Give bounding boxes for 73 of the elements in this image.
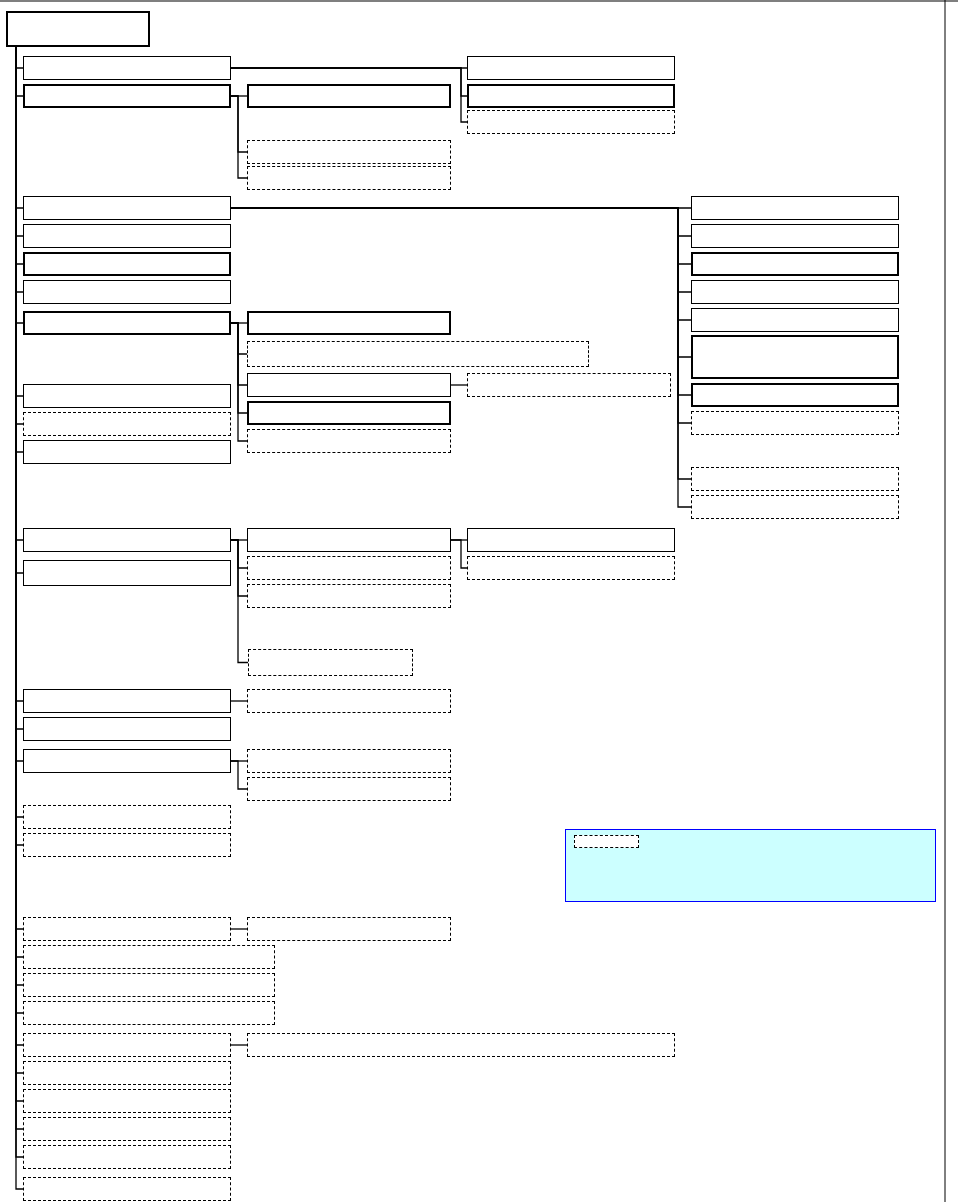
empty-box	[23, 440, 231, 464]
dashed-box	[247, 556, 451, 580]
dashed-box	[248, 649, 413, 676]
empty-box	[23, 528, 231, 552]
connector-line	[230, 700, 248, 702]
empty-box	[6, 11, 150, 47]
dashed-box	[23, 1089, 231, 1113]
connector-line	[450, 384, 468, 386]
empty-box	[23, 252, 231, 276]
dashed-box	[23, 833, 231, 857]
dashed-box	[247, 749, 451, 773]
connector-line	[230, 539, 249, 664]
empty-box	[23, 280, 231, 304]
connector-line	[450, 539, 468, 569]
dashed-box	[23, 412, 231, 436]
dashed-box	[467, 110, 675, 134]
empty-box	[565, 829, 936, 902]
dashed-box	[23, 1061, 231, 1085]
dashed-box	[467, 373, 671, 397]
empty-box	[467, 528, 675, 552]
empty-box	[691, 308, 899, 332]
dashed-box	[691, 495, 899, 519]
dashed-box	[691, 467, 899, 491]
empty-box	[691, 252, 899, 276]
empty-box	[23, 560, 231, 586]
dashed-box	[247, 777, 451, 801]
connector-line	[230, 1044, 248, 1046]
dashed-box	[23, 973, 275, 997]
empty-box	[23, 689, 231, 713]
dashed-box	[23, 1145, 231, 1169]
dashed-box	[247, 341, 589, 367]
dashed-box	[467, 556, 675, 580]
empty-box	[691, 383, 899, 407]
empty-box	[467, 56, 675, 80]
dashed-box	[247, 917, 451, 941]
connector-line	[230, 928, 248, 930]
connector-line	[230, 760, 248, 790]
empty-box	[23, 56, 231, 80]
dashed-box	[23, 805, 231, 829]
empty-box	[247, 373, 451, 397]
empty-box	[23, 224, 231, 248]
connector-line	[230, 322, 248, 442]
dashed-box	[23, 917, 231, 941]
dashed-box	[247, 689, 451, 713]
dashed-box	[23, 1033, 231, 1057]
empty-box	[23, 311, 231, 335]
connector-line	[230, 67, 468, 123]
empty-box	[247, 401, 451, 425]
empty-box	[247, 311, 451, 335]
dashed-box	[247, 166, 451, 190]
dashed-box	[691, 411, 899, 435]
empty-box	[23, 384, 231, 408]
empty-box	[247, 84, 451, 108]
empty-box	[691, 335, 899, 379]
dashed-box	[247, 429, 451, 453]
dashed-box	[574, 835, 639, 848]
empty-box	[247, 528, 451, 552]
dashed-box	[247, 1033, 675, 1057]
empty-box	[23, 717, 231, 741]
empty-box	[23, 84, 231, 108]
dashed-box	[247, 584, 451, 608]
dashed-box	[23, 1177, 231, 1201]
empty-box	[691, 280, 899, 304]
dashed-box	[23, 1117, 231, 1141]
empty-box	[23, 749, 231, 773]
dashed-box	[23, 1001, 275, 1025]
empty-box	[691, 224, 899, 248]
empty-box	[23, 196, 231, 220]
dashed-box	[247, 140, 451, 164]
dashed-box	[23, 945, 275, 969]
empty-box	[691, 196, 899, 220]
empty-box	[467, 84, 675, 108]
connector-line	[230, 95, 248, 179]
